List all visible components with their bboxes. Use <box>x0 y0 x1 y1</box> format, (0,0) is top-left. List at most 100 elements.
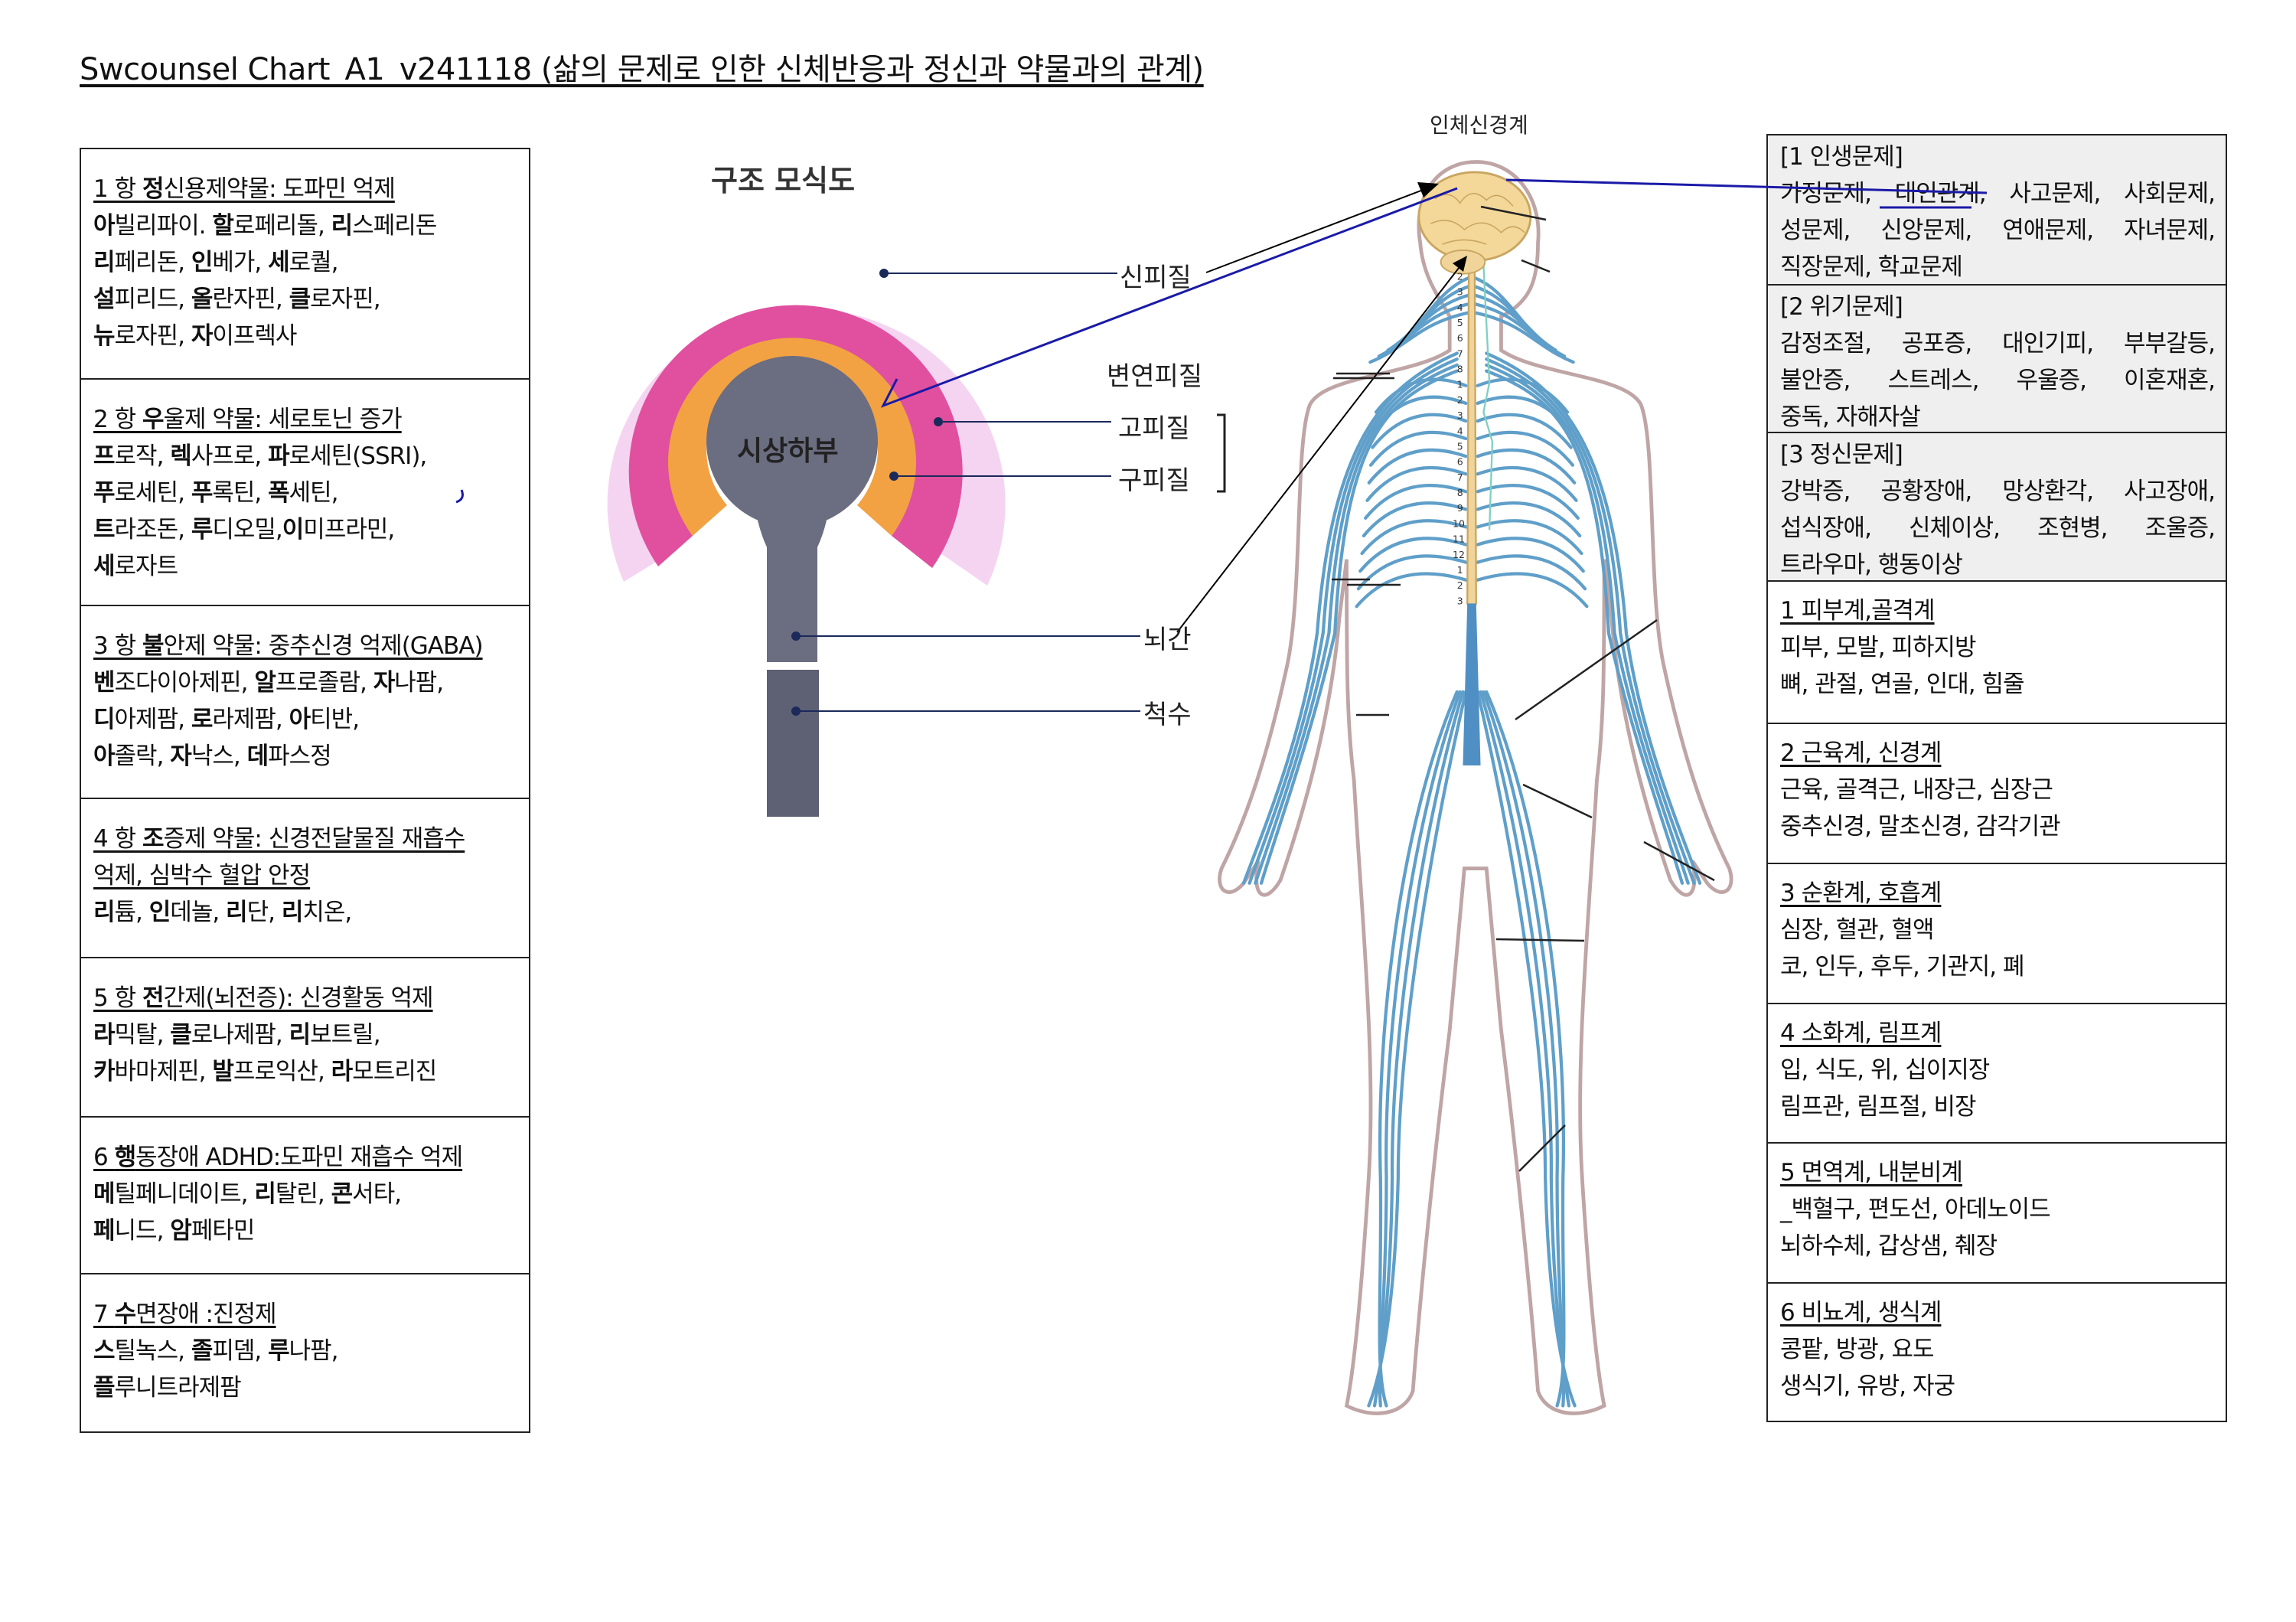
heading-number: 6 <box>93 1144 115 1171</box>
drug-name-rest: 디오밀, <box>212 516 282 543</box>
rib-nerve <box>1476 519 1583 556</box>
drug-line: 라믹탈, 클로나제팜, 리보트릴, <box>93 1017 518 1053</box>
drug-initial: 데 <box>246 742 269 770</box>
vertebra-number: 3 <box>1457 595 1463 606</box>
heading-bold-initial: 전 <box>142 984 165 1012</box>
drug-initial: 리 <box>281 899 304 926</box>
vertebra-number: 2 <box>1457 394 1463 406</box>
cortex-bracket <box>1217 413 1226 493</box>
drug-name-rest: 모트리진 <box>352 1058 437 1085</box>
drug-name-rest: 로페리돌, <box>233 212 331 240</box>
drug-line: 아졸락, 자낙스, 데파스정 <box>93 738 518 775</box>
neocortex-arrow-line <box>1205 188 1426 273</box>
brainstem-block <box>758 521 827 662</box>
drug-initial: 카 <box>93 1058 116 1085</box>
annotation-lines <box>455 178 1988 1172</box>
drug-initial: 로 <box>191 706 214 733</box>
drug-initial: 스 <box>93 1337 116 1365</box>
vertebra-number: 7 <box>1457 472 1463 483</box>
body-system-line: 중추신경, 말초신경, 감각기관 <box>1780 813 2061 840</box>
arrowhead-icon <box>1417 182 1439 197</box>
drug-name-rest: 단, <box>246 899 282 926</box>
rib-nerve <box>1360 519 1468 556</box>
problem-line: 직장문제, 학교문제 <box>1780 253 1963 281</box>
drug-line: 스틸녹스, 졸피뎀, 루나팜, <box>93 1333 518 1369</box>
drug-line: 카바마제핀, 발프로익산, 라모트리진 <box>93 1053 518 1090</box>
heading-text: 간제(뇌전증): 신경활동 억제 <box>163 984 433 1012</box>
hypothalamus-circle <box>706 356 878 527</box>
drug-name-rest: 로퀄, <box>289 249 339 276</box>
problem-line: 감정조절, 공포증, 대인기피, 부부갈등, <box>1780 330 2216 357</box>
heading-text: 울제 약물: 세로토닌 증가 <box>163 406 402 433</box>
vertebra-number: 8 <box>1457 364 1463 375</box>
limbic-blue-pointer <box>880 187 1458 408</box>
body-system-title: 2 근육계, 신경계 <box>1780 739 1942 767</box>
neck-nerve <box>1377 302 1474 358</box>
drug-initial: 트 <box>93 516 116 543</box>
problem-row: [1 인생문제]가정문제, 대인관계, 사고문제, 사회문제,성문제, 신앙문제… <box>1768 135 2226 284</box>
drug-initial: 올 <box>191 286 214 313</box>
arm-nerve <box>1485 369 1684 885</box>
drug-name-rest: 루니트라제팜 <box>114 1374 242 1402</box>
drug-initial: 렉 <box>170 442 192 470</box>
body-system-line: 뼈, 관절, 연골, 인대, 힘줄 <box>1780 671 2025 698</box>
drug-initial: 아 <box>93 742 116 770</box>
drug-initial: 클 <box>170 1021 192 1049</box>
problem-line: 가정문제, 대인관계, 사고문제, 사회문제, <box>1780 180 2216 207</box>
vertebra-number: 3 <box>1457 286 1463 298</box>
drug-initial: 루 <box>268 1337 290 1365</box>
rib-nerve <box>1476 501 1582 538</box>
diagram-title: 구조 모식도 <box>711 164 856 197</box>
drug-initial: 인 <box>191 249 214 276</box>
drug-name-rest: 아제팜, <box>114 706 191 733</box>
vertebra-number: 10 <box>1453 517 1465 529</box>
rib-nerve <box>1365 465 1468 502</box>
drug-initial: 세 <box>268 249 290 276</box>
drug-line: 아빌리파이. 할로페리돌, 리스페리돈 <box>93 207 518 244</box>
drug-initial: 아 <box>93 212 116 240</box>
drug-name-rest: 틸페니데이트, <box>114 1180 255 1208</box>
drug-name-rest: 나팜, <box>289 1337 339 1365</box>
drug-name-rest: 이프렉사 <box>212 322 297 350</box>
heading-number: 1 항 <box>93 175 142 203</box>
vertebra-number: 1 <box>1457 564 1463 576</box>
vertebra-number: 1 <box>1457 379 1463 390</box>
heading-bold-initial: 정 <box>142 175 165 203</box>
vertebra-number: 7 <box>1457 348 1463 359</box>
arm-nerve <box>1241 351 1459 885</box>
drug-initial: 인 <box>148 899 171 926</box>
drug-row-heading: 4 항 조증제 약물: 신경전달물질 재흡수 <box>93 821 518 857</box>
drug-line: 벤조다이아제핀, 알프로졸람, 자나팜, <box>93 664 518 701</box>
vertebra-number: 3 <box>1457 410 1463 421</box>
cauda-equina <box>1463 603 1481 765</box>
drug-row-heading: 2 항 우울제 약물: 세로토닌 증가 <box>93 401 518 438</box>
drug-name-rest: 프로졸람, <box>275 669 373 697</box>
drug-initial: 메 <box>93 1180 116 1208</box>
rib-nerve <box>1358 537 1468 573</box>
leg-nerve <box>1485 690 1566 1408</box>
drug-name-rest: 파스정 <box>268 742 332 770</box>
drug-line: 페니드, 암페타민 <box>93 1212 518 1249</box>
drug-initial: 플 <box>93 1374 116 1402</box>
drug-name-rest: 튬, <box>114 899 149 926</box>
problem-row: [3 정신문제]강박증, 공황장애, 망상환각, 사고장애,섭식장애, 신체이상… <box>1768 432 2226 580</box>
archicortex-label: 고피질 <box>1118 413 1190 444</box>
drug-initial: 자 <box>373 669 396 697</box>
heading-text: 신용제약물: 도파민 억제 <box>163 175 395 203</box>
drug-initial: 자 <box>170 742 192 770</box>
rib-nerve <box>1368 430 1468 467</box>
heading-number: 4 항 <box>93 825 142 853</box>
paleocortex-label: 구피질 <box>1118 465 1190 496</box>
drug-name-rest: 로자핀, <box>114 322 191 350</box>
body-system-title: 1 피부계,골격계 <box>1780 597 1936 625</box>
problem-line: 중독, 자해자살 <box>1780 403 1921 431</box>
drug-row-heading: 6 행동장애 ADHD:도파민 재흡수 억제 <box>93 1139 518 1176</box>
drug-initial: 폭 <box>268 479 290 507</box>
drug-name-rest: 낙스, <box>191 742 247 770</box>
drug-initial: 암 <box>170 1217 192 1245</box>
